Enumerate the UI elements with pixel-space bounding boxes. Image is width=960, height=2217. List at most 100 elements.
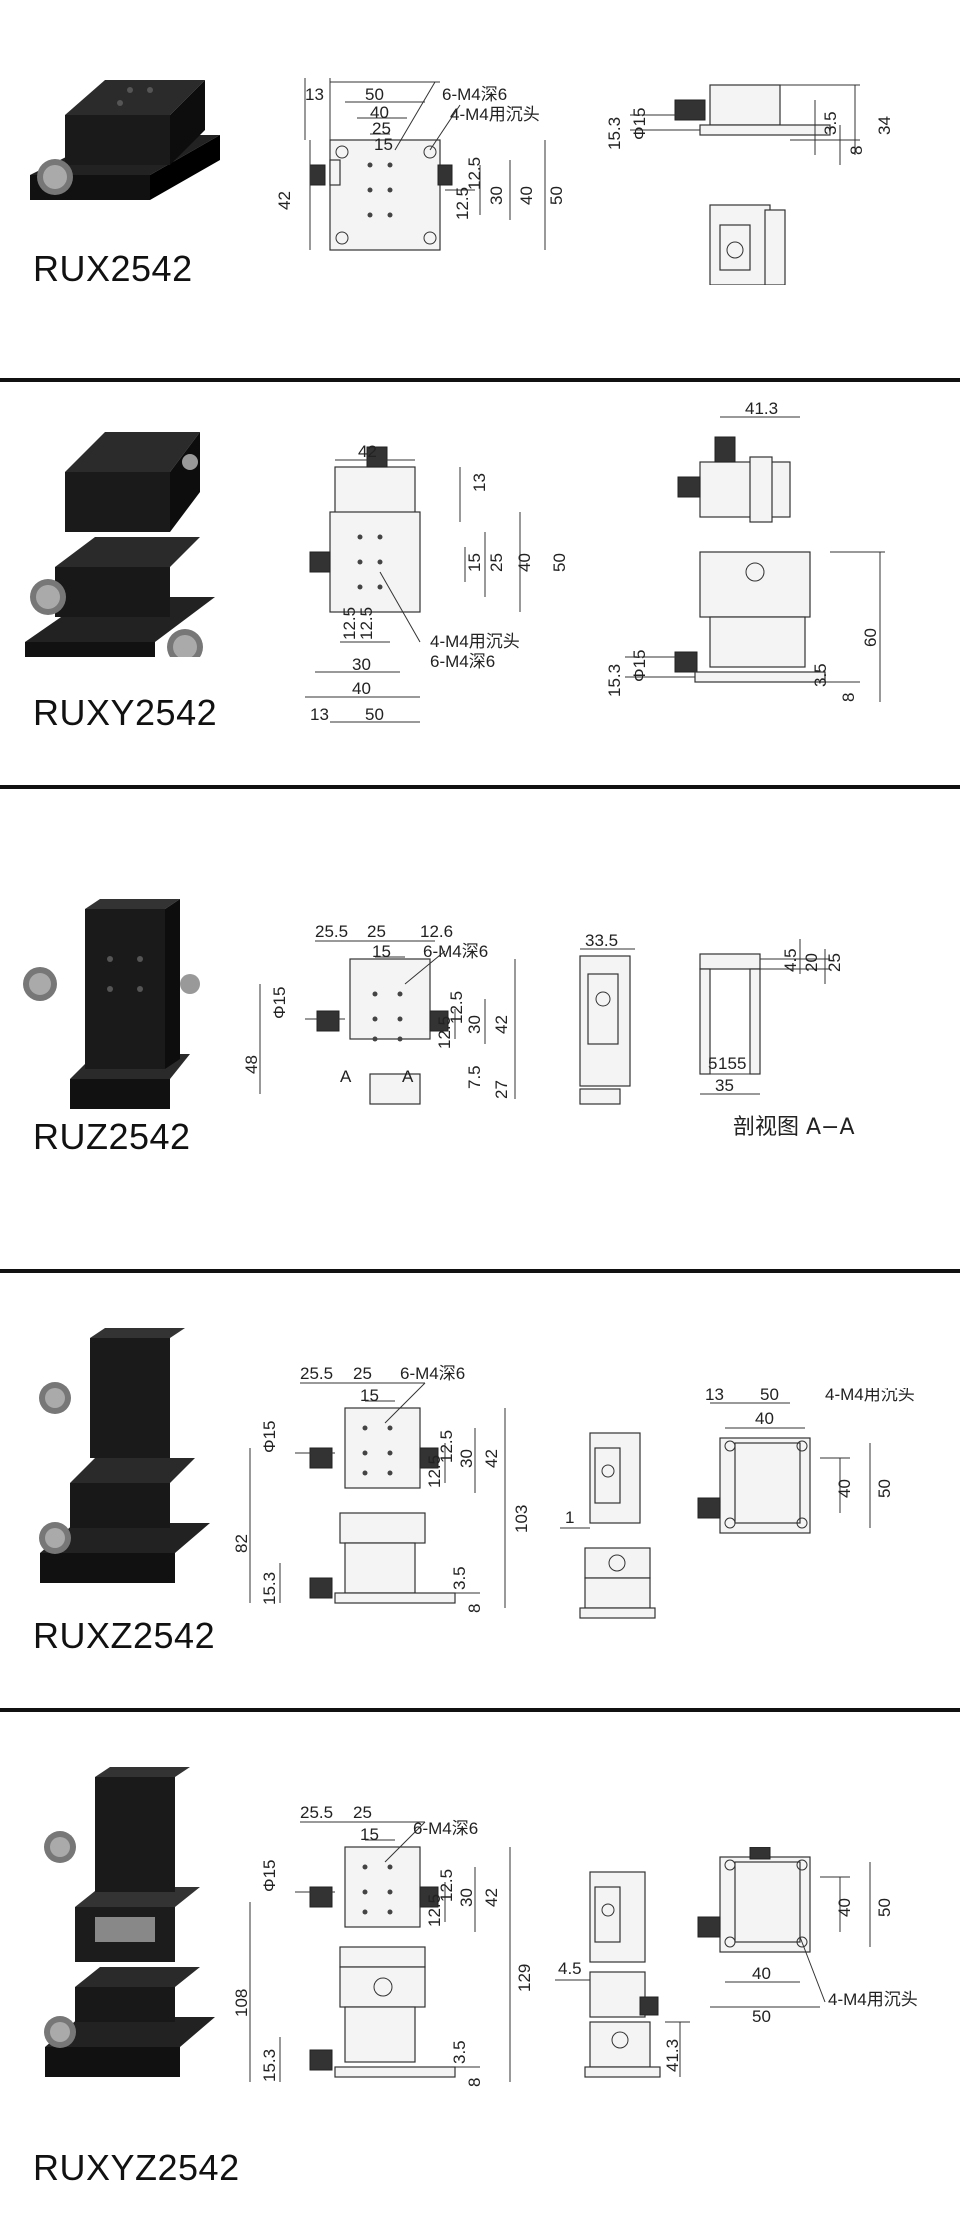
dim-42: 42: [482, 1888, 501, 1907]
section-ruxy2542: RUXY2542 42 13 15 25 40 50 4-M4用沉头 6-M4深…: [0, 382, 960, 785]
dim-60: 60: [861, 628, 880, 647]
top-view-drawing: 40 50 40 50 4-M4用沉头: [697, 1847, 918, 2026]
hole-note-2: 4-M4用沉头: [828, 1990, 918, 2009]
side-view-drawing: 1: [560, 1432, 656, 1619]
front-view-drawing: 25.5 25 12.6 15 6-M4深6 Φ15 48 12.5 12.5 …: [245, 922, 516, 1105]
dim-50: 50: [550, 553, 569, 572]
dim-40: 40: [755, 1409, 774, 1428]
divider-3: [0, 1269, 960, 1273]
hole-note-1: 6-M4深6: [423, 942, 488, 961]
hole-note-2: 4-M4用沉头: [450, 105, 540, 124]
dim-48: 48: [245, 1055, 261, 1074]
divider-1: [0, 378, 960, 382]
dim-phi-15: Φ15: [260, 1421, 279, 1453]
dim-8: 8: [839, 693, 858, 702]
model-name: RUXYZ2542: [33, 2147, 240, 2188]
dim-15b: 15: [718, 1054, 737, 1073]
dim-27: 27: [492, 1080, 511, 1099]
dim-50: 50: [365, 85, 384, 104]
dim-15: 15: [465, 553, 484, 572]
dim-50b: 50: [365, 705, 384, 724]
section-caption: 剖视图 A−A: [733, 1115, 855, 1140]
dim-25-5: 25.5: [300, 1803, 333, 1822]
dim-25: 25: [487, 553, 506, 572]
model-name: RUXY2542: [33, 692, 218, 733]
dim-12-6: 12.6: [420, 922, 453, 941]
dim-50: 50: [875, 1898, 894, 1917]
hole-note-2: 4-M4用沉头: [430, 632, 520, 651]
dim-8: 8: [847, 146, 866, 155]
top-view-drawing: 13 50 40 4-M4用沉头 40 50: [697, 1388, 915, 1534]
section-mark-a: A: [340, 1067, 352, 1086]
dim-15: 15: [360, 1825, 379, 1844]
hole-note-2: 4-M4用沉头: [825, 1388, 915, 1404]
dim-33-5: 33.5: [585, 934, 618, 950]
dim-30: 30: [352, 655, 371, 674]
front-view-drawing: 25.5 25 6-M4深6 15 Φ15 12.5 12.5 30 42 10…: [235, 1803, 534, 2087]
dim-1: 1: [565, 1508, 574, 1527]
dim-40: 40: [515, 553, 534, 572]
section-mark-a2: A: [402, 1067, 414, 1086]
dim-12-5b: 12.5: [437, 1869, 456, 1902]
dim-25-5: 25.5: [300, 1364, 333, 1383]
section-ruxyz2542: RUXYZ2542 25.5 25 6-M4深6 15 Φ15 12.5 12.…: [0, 1712, 960, 2217]
dim-8: 8: [465, 1604, 484, 1613]
divider-4: [0, 1708, 960, 1712]
divider-2: [0, 785, 960, 789]
dim-42: 42: [275, 191, 294, 210]
dim-15-3: 15.3: [260, 2049, 279, 2082]
dim-50b: 50: [875, 1479, 894, 1498]
dim-30: 30: [457, 1888, 476, 1907]
dim-40b: 40: [835, 1479, 854, 1498]
dim-50b: 50: [547, 186, 566, 205]
front-view-drawing: 25.5 25 6-M4深6 15 Φ15 12.5 12.5 30 42 82…: [235, 1364, 531, 1613]
top-view-drawing: 13 50 40 25 15 6-M4深6 4-M4用沉头 42 12.5 12…: [275, 78, 566, 251]
dim-30: 30: [465, 1015, 484, 1034]
top-view-drawing: 42 13 15 25 40 50 4-M4用沉头 6-M4深6 12.5 12…: [305, 442, 569, 724]
dim-5: 5: [708, 1054, 717, 1073]
dim-103: 103: [512, 1505, 531, 1533]
dim-5b: 5: [737, 1054, 746, 1073]
dim-13: 13: [705, 1388, 724, 1404]
dim-3-5: 3.5: [450, 2040, 469, 2064]
dim-40b: 40: [517, 186, 536, 205]
dim-15-3: 15.3: [260, 1572, 279, 1605]
section-ruxz2542: RUXZ2542 25.5 25 6-M4深6 15 Φ15 12.5 12.5…: [0, 1273, 960, 1708]
dim-3-5: 3.5: [450, 1566, 469, 1590]
dim-13b: 13: [310, 705, 329, 724]
dim-phi-15: Φ15: [630, 650, 649, 682]
product-photo-ruxyz: [44, 1767, 215, 2077]
model-name: RUZ2542: [33, 1116, 191, 1157]
dim-12-5b: 12.5: [437, 1430, 456, 1463]
dim-40b: 40: [752, 1964, 771, 1983]
dim-12-5: 12.5: [453, 187, 472, 220]
dim-4-5: 4.5: [781, 948, 800, 972]
dim-13: 13: [470, 473, 489, 492]
dim-25: 25: [353, 1803, 372, 1822]
dim-15-3: 15.3: [605, 117, 624, 150]
product-photo-ruz: [23, 899, 200, 1109]
dim-12-5b: 12.5: [447, 991, 466, 1024]
dim-8: 8: [465, 2078, 484, 2087]
dim-15: 15: [372, 942, 391, 961]
side-view-drawing: 15.3 Φ15 3.5 8 34: [605, 84, 894, 285]
dim-42: 42: [482, 1449, 501, 1468]
section-view-drawing: 4.5 20 25 5 15 5 35: [699, 939, 844, 1095]
dim-15-3: 15.3: [605, 664, 624, 697]
dim-40: 40: [835, 1898, 854, 1917]
dim-15: 15: [360, 1386, 379, 1405]
dim-50: 50: [760, 1388, 779, 1404]
side-view-drawing: 4.5 41.3: [555, 1871, 690, 2078]
dim-40b: 40: [352, 679, 371, 698]
dim-12-5b: 12.5: [465, 157, 484, 190]
model-name: RUXZ2542: [33, 1615, 216, 1656]
hole-note-1: 6-M4深6: [442, 85, 507, 104]
side-view-drawing: 33.5: [579, 934, 635, 1105]
dim-25b: 25: [825, 953, 844, 972]
dim-41-3: 41.3: [745, 402, 778, 418]
dim-25: 25: [367, 922, 386, 941]
dim-12-5: 12.5: [425, 1894, 444, 1927]
dim-12-5: 12.5: [425, 1455, 444, 1488]
side-views-drawing: 41.3 15.3 Φ15 60 3.5 8: [605, 402, 885, 702]
hole-note-1: 6-M4深6: [413, 1819, 478, 1838]
